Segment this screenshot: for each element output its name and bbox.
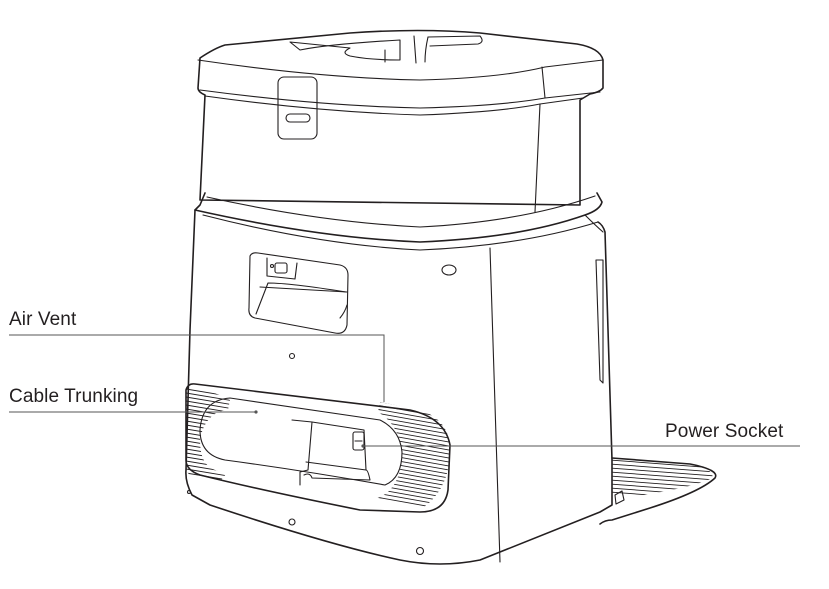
cable-trunking-channel (199, 397, 403, 486)
rear-panel (185, 383, 451, 513)
base-body (185, 209, 613, 565)
callout-leaders (9, 334, 800, 448)
side-ramp (599, 457, 717, 525)
base-collar (194, 192, 604, 251)
air-vent-leader (9, 334, 385, 402)
power-socket-port (352, 431, 365, 451)
callout-air-vent: Air Vent (9, 309, 77, 330)
callout-cable-trunking: Cable Trunking (9, 386, 139, 407)
dust-bin (197, 29, 604, 213)
callout-power-socket: Power Socket (665, 421, 784, 442)
